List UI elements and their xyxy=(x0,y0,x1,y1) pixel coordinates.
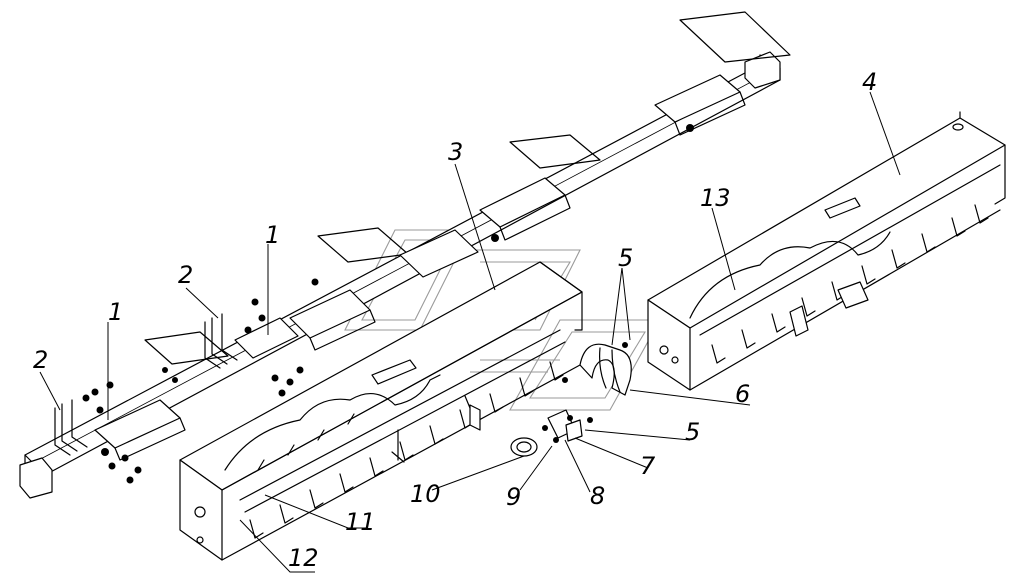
callout-11: 11 xyxy=(345,508,376,536)
callout-13: 13 xyxy=(700,184,731,212)
callout-10: 10 xyxy=(410,480,441,508)
callout-1-upper: 1 xyxy=(265,221,280,249)
leader-lines xyxy=(39,91,901,573)
callout-2-upper: 2 xyxy=(178,261,193,289)
callout-1-lower: 1 xyxy=(108,298,123,326)
callout-6: 6 xyxy=(735,380,750,408)
callout-5-upper: 5 xyxy=(618,244,633,272)
housing-left xyxy=(179,261,583,561)
bent-rod-parts xyxy=(54,313,238,456)
callout-8: 8 xyxy=(590,482,605,510)
callout-12: 12 xyxy=(288,544,319,572)
callout-4: 4 xyxy=(862,68,877,96)
callout-2-lower: 2 xyxy=(33,346,48,374)
callout-labels: 1 1 2 2 3 4 13 5 6 5 7 8 9 10 11 12 xyxy=(33,68,877,572)
callout-5-lower: 5 xyxy=(685,418,700,446)
callout-9: 9 xyxy=(506,483,521,511)
bracket-group xyxy=(94,74,746,461)
small-parts xyxy=(510,409,593,457)
lever-left xyxy=(371,359,481,463)
housing-right xyxy=(647,111,1006,391)
clamp-part xyxy=(562,342,632,396)
callout-7: 7 xyxy=(640,452,656,480)
callout-3: 3 xyxy=(448,138,463,166)
frame-beam xyxy=(19,11,791,499)
fastener-dots xyxy=(82,278,319,484)
